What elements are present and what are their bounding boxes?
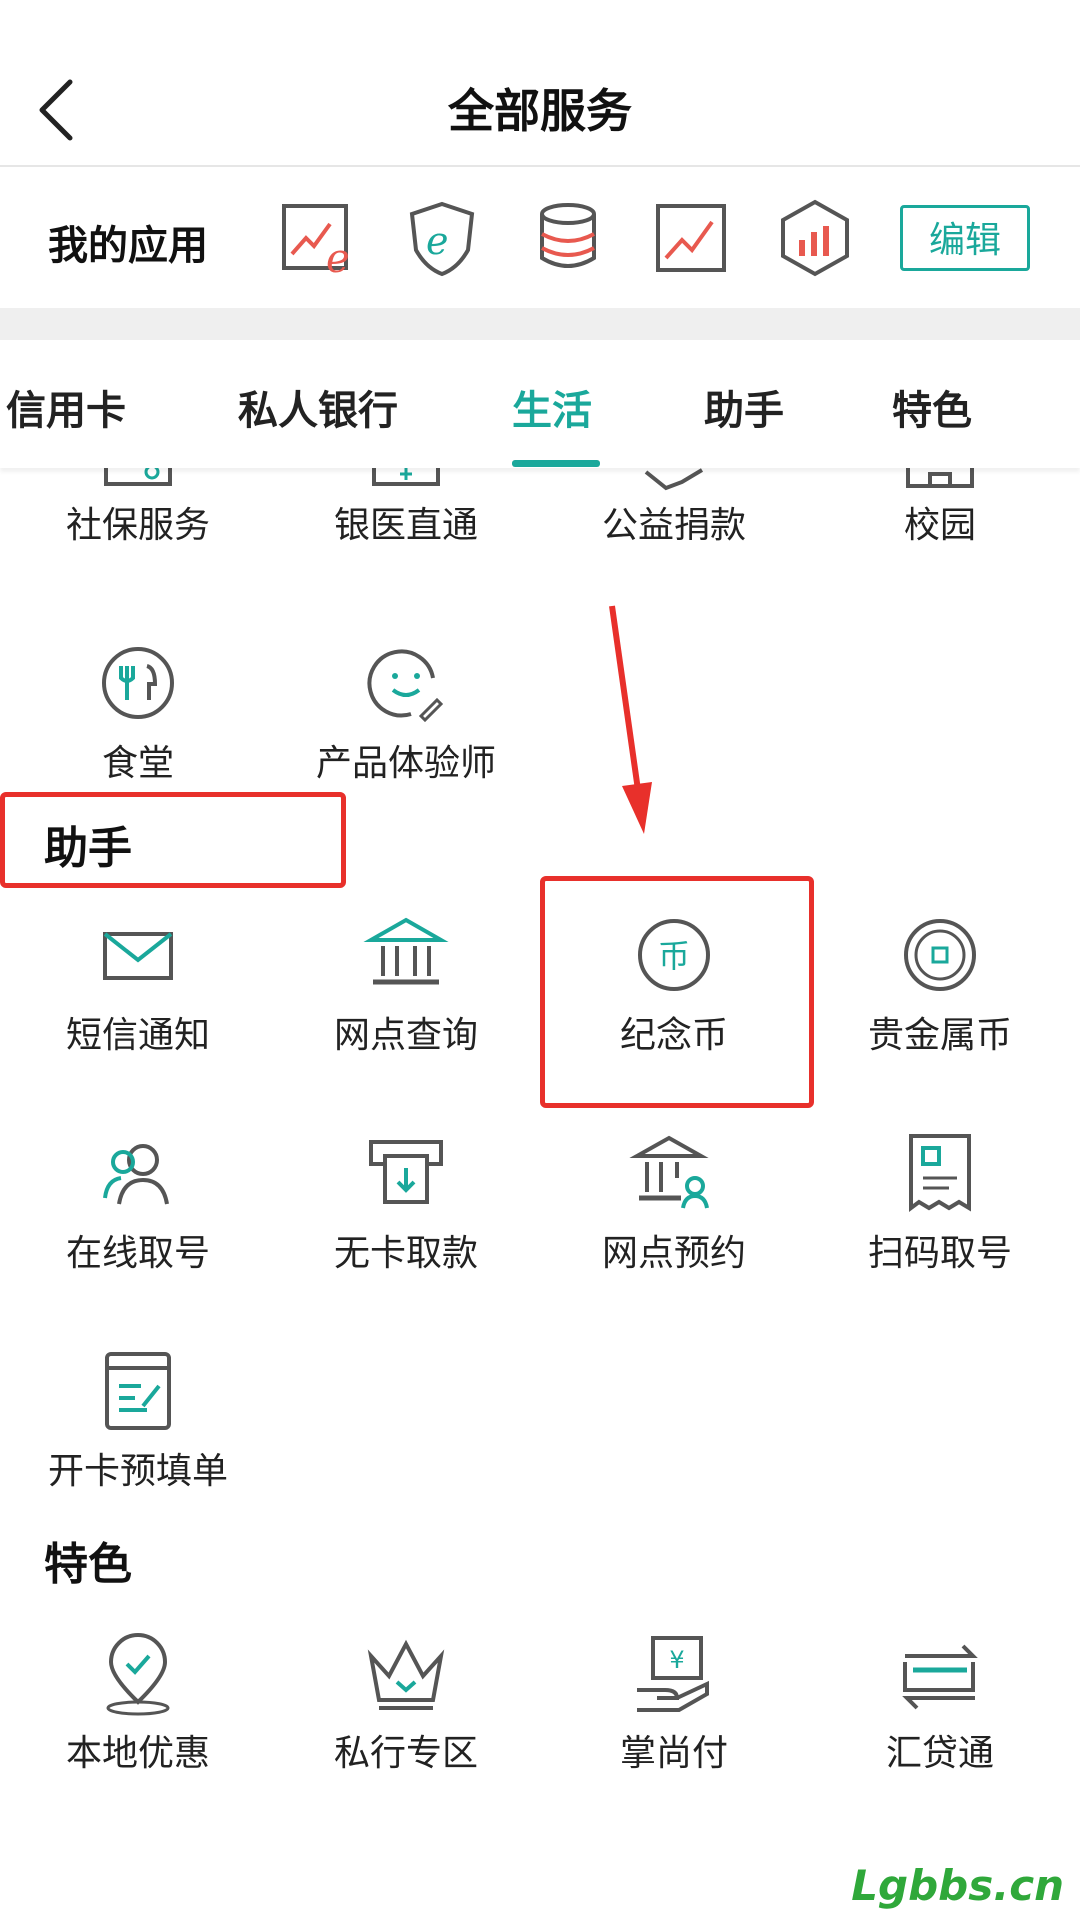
grid-item-label: 扫码取号 xyxy=(867,1233,1012,1274)
grid-item-charity[interactable]: 公益捐款 xyxy=(554,490,794,548)
svg-text:e: e xyxy=(426,219,449,263)
grid-item-label: 开卡预填单 xyxy=(47,1451,228,1492)
active-tab-indicator xyxy=(512,460,600,467)
svg-text:币: 币 xyxy=(658,937,690,975)
svg-text:¥: ¥ xyxy=(669,1646,684,1674)
watermark-logo: Lgbbs.cn xyxy=(851,1861,1064,1910)
grid-item-palm-pay[interactable]: ¥ 掌尚付 xyxy=(554,1628,794,1776)
grid-item-private-zone[interactable]: 私行专区 xyxy=(286,1628,526,1776)
my-apps-bar: 我的应用 e e 编辑 xyxy=(0,168,1080,308)
category-tabs: 信用卡 私人银行 生活 助手 特色 xyxy=(0,340,1080,468)
e-trend-chart-icon[interactable]: e xyxy=(278,198,358,278)
smile-face-icon xyxy=(367,649,444,723)
section-divider xyxy=(0,308,1080,340)
grid-item-product-tester[interactable]: 产品体验师 xyxy=(286,638,526,786)
highlight-box-coin xyxy=(540,876,814,1108)
location-pin-icon xyxy=(106,1633,170,1716)
page-title: 全部服务 xyxy=(448,84,632,138)
grid-item-label: 纪念币 xyxy=(619,1015,728,1056)
annotation-arrow xyxy=(609,605,652,834)
grid-item-label: 贵金属币 xyxy=(867,1015,1012,1056)
e-shield-icon[interactable]: e xyxy=(402,198,482,278)
my-apps-label: 我的应用 xyxy=(48,223,208,269)
header-bar: 全部服务 xyxy=(0,0,1080,167)
grid-item-medical[interactable]: 银医直通 xyxy=(286,490,526,548)
edit-button[interactable]: 编辑 xyxy=(900,205,1030,271)
grid-item-label: 短信通知 xyxy=(65,1015,210,1056)
grid-item-local-deals[interactable]: 本地优惠 xyxy=(18,1628,258,1776)
grid-item-label: 校园 xyxy=(903,505,976,546)
grid-item-branch-appointment[interactable]: 网点预约 xyxy=(554,1128,794,1276)
branch-appointment-icon xyxy=(629,1135,709,1209)
crown-icon xyxy=(367,1639,445,1710)
tab-assistant[interactable]: 助手 xyxy=(704,388,784,434)
grid-item-label: 社保服务 xyxy=(65,505,210,546)
coin-icon: 币 xyxy=(638,919,710,991)
grid-item-canteen[interactable]: 食堂 xyxy=(18,638,258,786)
svg-text:e: e xyxy=(326,236,350,278)
envelope-icon xyxy=(103,932,173,980)
grid-item-social-security[interactable]: 社保服务 xyxy=(18,490,258,548)
grid-item-card-prefill[interactable]: 开卡预填单 xyxy=(18,1346,258,1494)
form-fill-icon xyxy=(105,1352,171,1430)
campus-icon xyxy=(906,468,974,488)
grid-item-label: 食堂 xyxy=(101,743,174,784)
section-title-featured: 特色 xyxy=(44,1539,132,1590)
grid-item-loan-link[interactable]: 汇贷通 xyxy=(820,1628,1060,1776)
hand-pay-icon: ¥ xyxy=(637,1636,709,1712)
grid-item-cardless-withdraw[interactable]: 无卡取款 xyxy=(286,1128,526,1276)
atm-withdraw-icon xyxy=(369,1140,443,1204)
card-transfer-icon xyxy=(902,1644,978,1710)
coin-stack-icon[interactable] xyxy=(528,198,608,278)
grid-item-commemorative-coin[interactable]: 币 纪念币 xyxy=(554,910,794,1058)
tab-life[interactable]: 生活 xyxy=(512,388,592,434)
precious-coin-icon xyxy=(904,919,976,991)
grid-item-label: 无卡取款 xyxy=(333,1233,478,1274)
grid-item-label: 掌尚付 xyxy=(619,1733,728,1774)
grid-item-scan-ticket[interactable]: 扫码取号 xyxy=(820,1128,1060,1276)
grid-item-campus[interactable]: 校园 xyxy=(820,490,1060,548)
grid-item-online-ticket[interactable]: 在线取号 xyxy=(18,1128,258,1276)
hexagon-chart-icon[interactable] xyxy=(775,198,855,278)
trend-chart-icon[interactable] xyxy=(652,198,732,278)
tab-credit-card[interactable]: 信用卡 xyxy=(6,388,126,434)
tab-private-banking[interactable]: 私人银行 xyxy=(238,388,398,434)
grid-item-label: 本地优惠 xyxy=(65,1733,210,1774)
highlight-box-assistant xyxy=(0,792,346,888)
bank-building-icon xyxy=(363,917,449,985)
grid-item-label: 网点查询 xyxy=(333,1015,478,1056)
dining-icon xyxy=(102,647,174,719)
medical-icon xyxy=(372,468,440,486)
section-title-assistant: 助手 xyxy=(44,823,132,874)
grid-item-branch-query[interactable]: 网点查询 xyxy=(286,910,526,1058)
grid-item-label: 网点预约 xyxy=(601,1233,746,1274)
grid-item-label: 银医直通 xyxy=(333,505,478,546)
grid-item-label: 汇贷通 xyxy=(885,1733,994,1774)
tab-featured[interactable]: 特色 xyxy=(892,388,972,434)
handshake-icon xyxy=(644,468,704,491)
grid-item-label: 在线取号 xyxy=(65,1233,210,1274)
grid-item-label: 产品体验师 xyxy=(315,743,496,784)
grid-item-label: 公益捐款 xyxy=(601,505,746,546)
grid-item-precious-metal-coin[interactable]: 贵金属币 xyxy=(820,910,1060,1058)
social-security-icon xyxy=(104,468,172,486)
qr-ticket-icon xyxy=(909,1134,971,1212)
grid-item-label: 私行专区 xyxy=(333,1733,478,1774)
users-icon xyxy=(103,1144,169,1205)
back-arrow-icon[interactable] xyxy=(30,70,90,150)
grid-item-sms-notice[interactable]: 短信通知 xyxy=(18,910,258,1058)
